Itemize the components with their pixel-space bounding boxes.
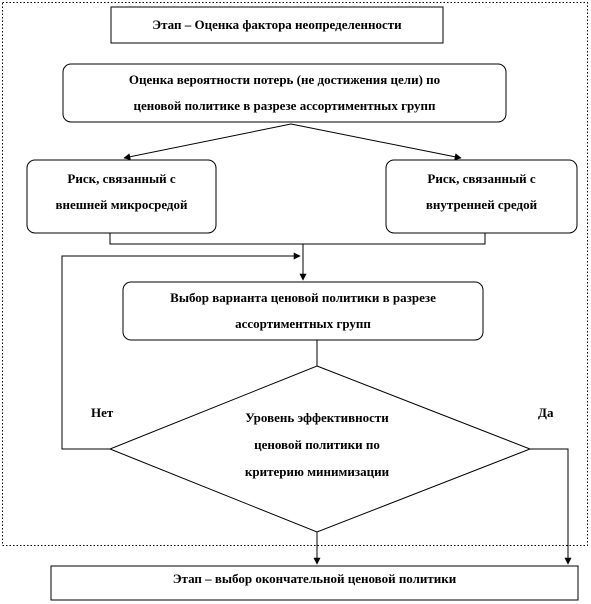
choose-variant-label-1: Выбор варианта ценовой политики в разрез… <box>170 290 436 305</box>
efficiency-decision-label-2: ценовой политики по <box>254 437 380 452</box>
stage-uncertainty-label: Этап – Оценка фактора неопределенности <box>152 17 402 32</box>
stage-final-label: Этап – выбор окончательной ценовой полит… <box>172 571 457 586</box>
risk-external-label-2: внешней микросредой <box>55 197 188 212</box>
efficiency-decision-label-1: Уровень эффективности <box>245 410 389 425</box>
stage-final-box <box>50 565 579 601</box>
risk-internal-box <box>385 159 578 234</box>
loss-probability-box <box>62 63 507 123</box>
risk-internal-label-2: внутренней средой <box>425 197 538 212</box>
yes-path-line <box>530 448 572 565</box>
feedback-loop-line <box>61 252 301 450</box>
risk-join-line <box>109 233 486 245</box>
arrow-to-risk-internal <box>290 123 462 161</box>
loss-probability-label-2: ценовой политике в разрезе ассортиментны… <box>133 98 436 113</box>
risk-external-box <box>26 159 217 234</box>
stage-frame <box>2 2 588 546</box>
choose-variant-label-2: ассортиментных групп <box>235 316 371 331</box>
loss-probability-label-1: Оценка вероятности потерь (не достижения… <box>128 72 441 87</box>
risk-external-label-1: Риск, связанный с <box>67 171 176 186</box>
efficiency-decision-label-3: критерию минимизации <box>244 464 390 479</box>
stage-uncertainty-box <box>110 6 444 44</box>
choose-variant-box <box>122 281 484 341</box>
risk-internal-label-1: Риск, связанный с <box>427 171 536 186</box>
arrow-to-risk-external <box>123 123 292 161</box>
yes-label: Да <box>538 405 554 420</box>
no-label: Нет <box>91 405 114 420</box>
